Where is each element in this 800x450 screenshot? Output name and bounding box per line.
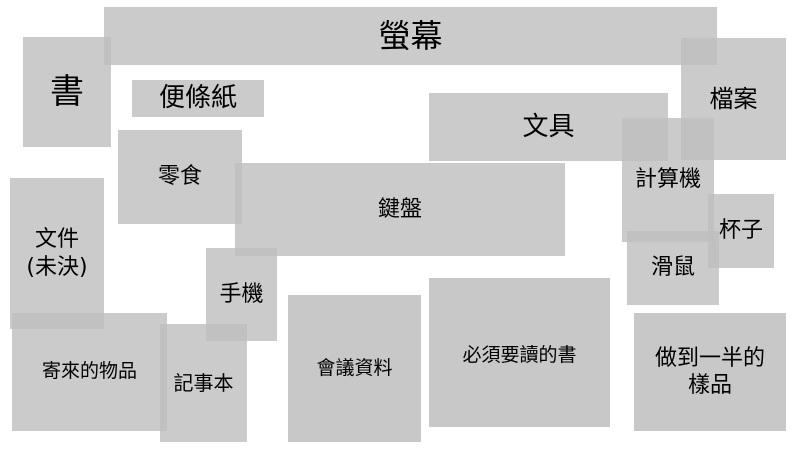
label-half-done-samples-line2: 樣品	[687, 373, 732, 398]
box-notepad: 記事本	[160, 324, 247, 442]
box-snacks: 零食	[118, 130, 242, 224]
label-notepad: 記事本	[173, 370, 234, 395]
box-sticky-notes: 便條紙	[132, 80, 264, 117]
box-must-read-books: 必須要讀的書	[429, 278, 610, 427]
label-cup: 杯子	[718, 218, 763, 244]
label-must-read-books: 必須要讀的書	[462, 344, 577, 366]
label-calculator: 計算機	[634, 167, 701, 193]
label-files: 檔案	[709, 85, 758, 113]
box-keyboard: 鍵盤	[235, 163, 565, 256]
box-half-done-samples: 做到一半的 樣品	[634, 313, 786, 431]
label-screen: 螢幕	[378, 17, 443, 55]
label-keyboard: 鍵盤	[377, 196, 422, 222]
label-phone: 手機	[219, 281, 264, 307]
box-documents-pending: 文件 (未決)	[10, 178, 104, 329]
label-book: 書	[50, 71, 84, 112]
label-meeting-materials: 會議資料	[316, 356, 393, 379]
label-incoming-items: 寄來的物品	[41, 360, 137, 383]
box-incoming-items: 寄來的物品	[12, 313, 167, 431]
box-screen: 螢幕	[104, 7, 717, 65]
box-calculator: 計算機	[622, 118, 714, 242]
box-cup: 杯子	[708, 194, 774, 268]
label-snacks: 零食	[157, 164, 202, 190]
label-documents-pending-line1: 文件	[34, 227, 79, 252]
label-half-done-samples-line1: 做到一半的	[654, 345, 765, 371]
box-mouse: 滑鼠	[627, 231, 719, 305]
label-sticky-notes: 便條紙	[158, 83, 237, 114]
box-book: 書	[23, 37, 111, 147]
box-meeting-materials: 會議資料	[288, 295, 421, 442]
label-documents-pending-line2: (未決)	[26, 254, 88, 280]
label-stationery: 文具	[522, 111, 575, 142]
label-mouse: 滑鼠	[650, 255, 695, 281]
